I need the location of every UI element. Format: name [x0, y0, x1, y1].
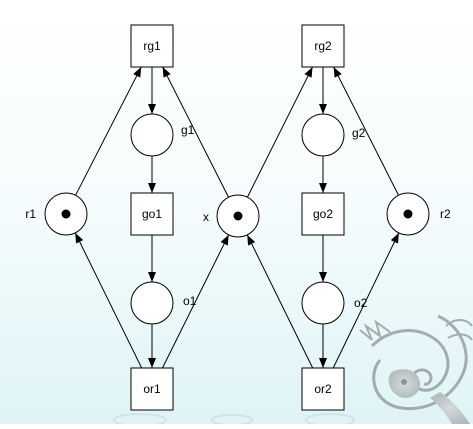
transition-rg2[interactable]: rg2: [301, 24, 345, 68]
place-label: g1: [181, 123, 195, 137]
place-label: o1: [183, 294, 197, 308]
arc-r1-to-rg1: [75, 66, 142, 196]
place-label: g2: [352, 126, 366, 140]
arc-or1-to-r1: [74, 232, 143, 369]
transition-go2[interactable]: go2: [301, 192, 345, 236]
token-dot: [403, 209, 413, 219]
place-label: o2: [354, 296, 368, 310]
transition-go1[interactable]: go1: [130, 192, 174, 236]
nodes-layer: rg1 go1 or1 rg2 go2 or2 r1 g1 o1 x g2 o2 r2: [25, 24, 451, 411]
arc-or1-to-x: [161, 234, 230, 369]
place-o2[interactable]: o2: [301, 281, 368, 325]
place-o1[interactable]: o1: [130, 281, 197, 325]
transition-label: or2: [314, 382, 332, 396]
transition-rg1[interactable]: rg1: [130, 24, 174, 68]
transition-label: go1: [142, 207, 162, 221]
arcs-layer: [74, 66, 400, 369]
transition-label: or1: [143, 382, 161, 396]
transition-label: go2: [313, 207, 333, 221]
transition-box: [130, 367, 174, 411]
transition-box: [301, 24, 345, 68]
place-r2[interactable]: r2: [386, 192, 451, 236]
transition-label: rg2: [314, 39, 332, 53]
arc-x-to-rg1: [162, 66, 229, 198]
transition-box: [130, 192, 174, 236]
arc-or2-to-r2: [332, 232, 400, 369]
place-circle: [130, 281, 174, 325]
place-label: x: [203, 210, 209, 224]
arc-x-to-rg2: [246, 66, 313, 198]
faint-bottom-decoration: [113, 413, 355, 427]
token-dot: [61, 209, 71, 219]
transition-label: rg1: [143, 39, 161, 53]
transition-or1[interactable]: or1: [130, 367, 174, 411]
token-dot: [233, 211, 243, 221]
place-label: r2: [440, 207, 451, 221]
place-g2[interactable]: g2: [301, 113, 366, 157]
transition-box: [130, 24, 174, 68]
place-circle: [130, 113, 174, 157]
place-g1[interactable]: g1: [130, 113, 195, 157]
place-circle: [301, 281, 345, 325]
dragon-watermark: [359, 314, 473, 424]
place-label: r1: [25, 207, 36, 221]
place-x[interactable]: x: [203, 194, 260, 238]
place-circle: [301, 113, 345, 157]
arc-or2-to-x: [246, 234, 314, 369]
place-r1[interactable]: r1: [25, 192, 88, 236]
arc-r2-to-rg2: [333, 66, 399, 196]
transition-or2[interactable]: or2: [301, 367, 345, 411]
transition-box: [301, 192, 345, 236]
transition-box: [301, 367, 345, 411]
